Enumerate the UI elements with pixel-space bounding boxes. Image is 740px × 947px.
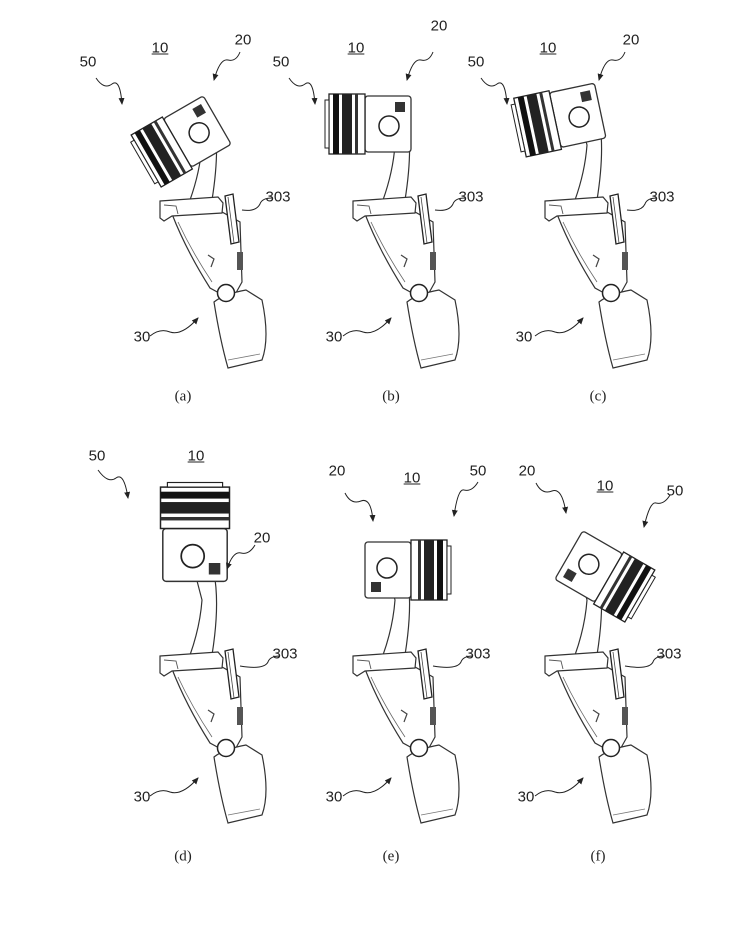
ref-50: 50: [79, 53, 97, 71]
ref-20: 20: [234, 31, 252, 49]
ref-30: 30: [325, 328, 343, 346]
caption-d: (d): [174, 848, 192, 865]
ref-50: 50: [469, 462, 487, 480]
caption-f: (f): [590, 848, 606, 865]
ref-30: 30: [133, 328, 151, 346]
ref-303: 303: [649, 188, 675, 206]
panel-d-drawing: [159, 481, 267, 824]
ref-303: 303: [465, 645, 491, 663]
panel-a-drawing: [96, 52, 272, 369]
ref-50: 50: [666, 482, 684, 500]
ref-10: 10: [403, 469, 421, 487]
ref-30: 30: [133, 788, 151, 806]
caption-e: (e): [382, 848, 400, 865]
ref-10: 10: [539, 39, 557, 57]
ref-303: 303: [265, 188, 291, 206]
ref-10: 10: [187, 447, 205, 465]
caption-c: (c): [589, 388, 607, 405]
ref-303: 303: [656, 645, 682, 663]
panel-b-drawing: [289, 52, 465, 369]
ref-10: 10: [596, 477, 614, 495]
ref-20: 20: [518, 462, 536, 480]
ref-20: 20: [328, 462, 346, 480]
caption-b: (b): [382, 388, 400, 405]
ref-30: 30: [517, 788, 535, 806]
ref-50: 50: [272, 53, 290, 71]
ref-10: 10: [347, 39, 365, 57]
row2-leaders: [97, 469, 671, 797]
panel-f-drawing: [544, 528, 660, 824]
ref-50: 50: [467, 53, 485, 71]
ref-20: 20: [622, 31, 640, 49]
caption-a: (a): [174, 388, 192, 405]
ref-303: 303: [272, 645, 298, 663]
panel-c-drawing: [481, 52, 657, 369]
panel-e-drawing: [352, 539, 460, 824]
ref-303: 303: [458, 188, 484, 206]
ref-50: 50: [88, 447, 106, 465]
ref-20: 20: [430, 17, 448, 35]
ref-20: 20: [253, 529, 271, 547]
ref-10: 10: [151, 39, 169, 57]
ref-30: 30: [325, 788, 343, 806]
ref-30: 30: [515, 328, 533, 346]
